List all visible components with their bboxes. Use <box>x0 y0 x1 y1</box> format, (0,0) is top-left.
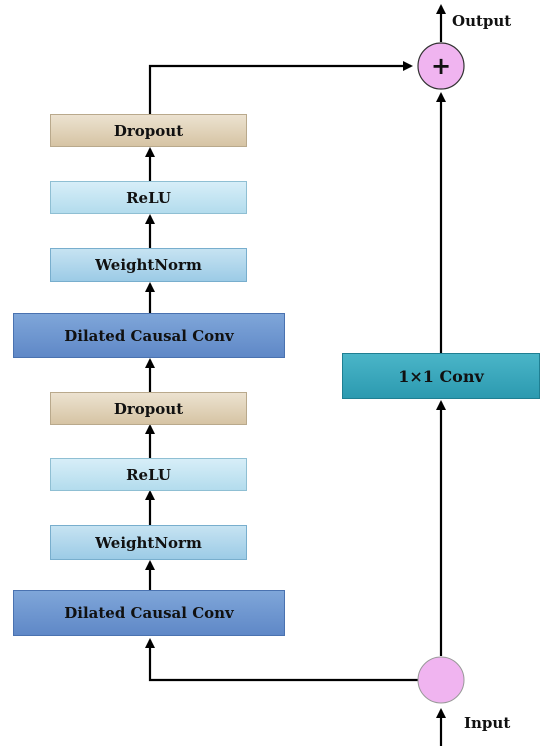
arrow-input-to-dcc <box>145 638 418 682</box>
dilated-causal-conv-label: Dilated Causal Conv <box>64 326 234 345</box>
weightnorm-block-top: WeightNorm <box>50 248 247 282</box>
dropout-label: Dropout <box>113 121 184 140</box>
output-label: Output <box>452 12 512 30</box>
weightnorm-label: WeightNorm <box>95 256 202 274</box>
dropout-block-bottom: Dropout <box>50 392 247 425</box>
conv-1x1-label: 1×1 Conv <box>398 366 484 386</box>
dilated-causal-conv-block-top: Dilated Causal Conv <box>13 313 285 358</box>
input-node <box>417 656 465 704</box>
input-label: Input <box>464 714 511 732</box>
sum-node: + <box>417 42 465 90</box>
conv-1x1-block: 1×1 Conv <box>342 353 540 399</box>
relu-label: ReLU <box>126 465 171 484</box>
relu-block-bottom: ReLU <box>50 458 247 491</box>
dropout-label: Dropout <box>113 399 184 418</box>
dropout-block-top: Dropout <box>50 114 247 147</box>
dilated-causal-conv-block-bottom: Dilated Causal Conv <box>13 590 285 636</box>
weightnorm-block-bottom: WeightNorm <box>50 525 247 560</box>
weightnorm-label: WeightNorm <box>95 533 202 552</box>
dilated-causal-conv-label: Dilated Causal Conv <box>64 604 234 622</box>
sum-symbol: + <box>431 52 451 80</box>
relu-label: ReLU <box>126 188 171 207</box>
relu-block-top: ReLU <box>50 181 247 214</box>
arrow-dropout-to-sum <box>148 61 413 114</box>
